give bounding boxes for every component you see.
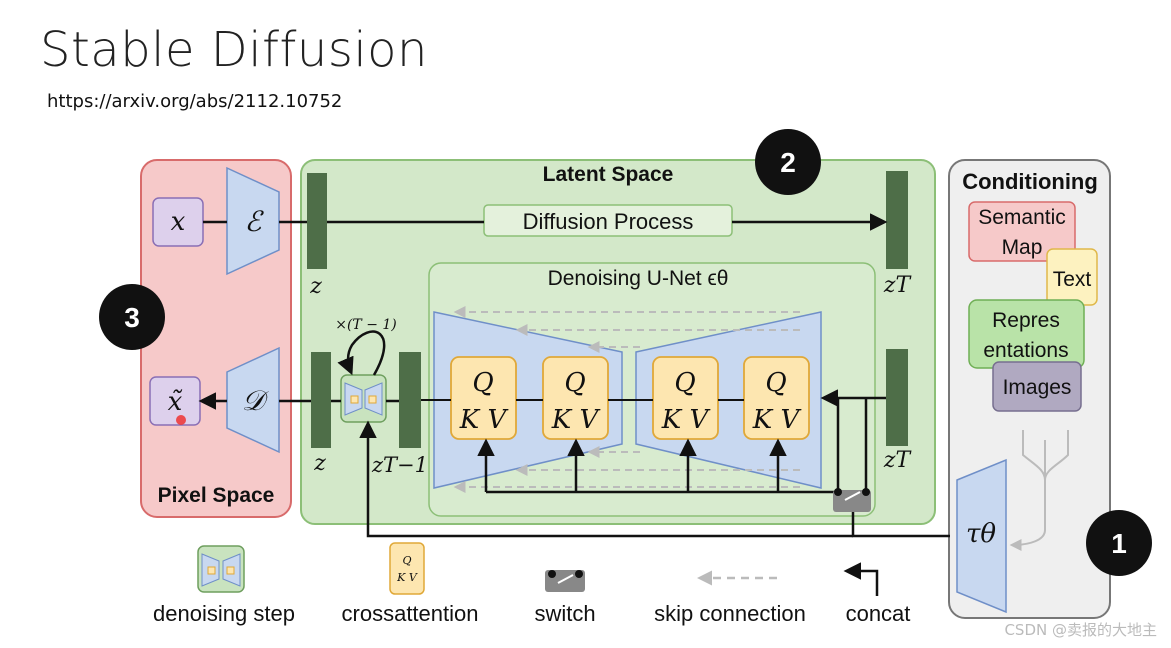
attention-block-3: Q K V (652, 356, 719, 440)
badge-1-number: 1 (1111, 528, 1127, 559)
attention-1-kv: K V (459, 405, 509, 435)
denoising-step-dot-right (368, 395, 377, 404)
badge-3-number: 3 (124, 302, 140, 333)
attention-4-kv: K V (752, 405, 802, 435)
representations-label-2: entations (983, 339, 1068, 362)
attention-3-kv: K V (661, 405, 711, 435)
images-label: Images (1003, 376, 1072, 399)
unet-skip-connections (453, 306, 800, 493)
output-x-tilde-symbol: x̃ (168, 387, 183, 417)
attention-block-4: Q K V (743, 356, 810, 440)
loop-label: ×(T − 1) (335, 317, 397, 333)
legend-switch-lever (557, 574, 574, 584)
images-box (992, 361, 1082, 412)
legend-skip-connection-label: skip connection (654, 601, 806, 626)
latent-bar-z-bottom (311, 352, 331, 448)
input-x-symbol: x (171, 207, 186, 237)
attention-2-kv: K V (551, 405, 601, 435)
paper-url[interactable]: https://arxiv.org/abs/2112.10752 (47, 91, 343, 112)
cursor-dot (176, 415, 186, 425)
legend-denoising-dot-left (207, 566, 216, 575)
switch-symbol (833, 490, 871, 512)
legend-crossattention-kv: K V (396, 571, 418, 584)
attention-4-q: Q (765, 368, 786, 398)
legend: denoising step Q K V crossattention swit… (153, 542, 911, 626)
zt-top-label: zT (883, 273, 913, 298)
page-title: Stable Diffusion (40, 22, 428, 78)
legend-concat-label: concat (846, 601, 911, 626)
tau-symbol: τθ (966, 519, 996, 549)
legend-denoising-label: denoising step (153, 601, 295, 626)
badge-3-circle (99, 284, 165, 350)
switch-lever (844, 491, 861, 501)
legend-switch-dot-right (575, 570, 583, 578)
attention-block-1: Q K V (450, 356, 517, 440)
badge-2-circle (755, 129, 821, 195)
latent-bar-zt-bottom (886, 349, 908, 446)
tau-block (956, 458, 1007, 614)
attention-block-2: Q K V (542, 356, 609, 440)
semantic-map-box (968, 201, 1076, 262)
text-label: Text (1053, 268, 1092, 291)
legend-concat-arrow (843, 562, 879, 596)
conditioning-label: Conditioning (962, 169, 1098, 194)
switch-dot-left (834, 488, 842, 496)
legend-crossattention-label: crossattention (342, 601, 479, 626)
latent-bar-z-top (307, 173, 327, 269)
z-bottom-label: z (313, 451, 326, 476)
legend-switch-dot-left (548, 570, 556, 578)
latent-bar-zt-minus-1 (399, 352, 421, 448)
conditioning-feed-lines (1009, 430, 1069, 551)
watermark: CSDN @卖报的大地主 (1004, 621, 1157, 639)
switch-dot-right (862, 488, 870, 496)
diffusion-process-box (483, 204, 733, 237)
loop-arrow (337, 330, 386, 376)
encoder-block (226, 166, 280, 276)
badge-1-circle (1086, 510, 1152, 576)
flow-arrows (198, 213, 950, 538)
unet-label: Denoising U-Net ϵθ (548, 267, 729, 290)
legend-denoising-dot-right (226, 566, 235, 575)
z-top-label: z (309, 274, 322, 299)
semantic-map-label-1: Semantic (978, 206, 1066, 229)
latent-bar-zt-top (886, 171, 908, 269)
legend-switch-label: switch (534, 601, 595, 626)
decoder-block (226, 346, 280, 454)
badge-2-number: 2 (780, 147, 796, 178)
attention-3-q: Q (674, 368, 695, 398)
encoder-symbol: ℰ (245, 205, 265, 238)
legend-crossattention-icon (389, 542, 425, 595)
denoising-step-dot-left (350, 395, 359, 404)
zt-bottom-label: zT (883, 448, 913, 473)
diffusion-process-label: Diffusion Process (523, 209, 694, 234)
representations-label-1: Repres (992, 309, 1060, 332)
attention-2-q: Q (564, 368, 585, 398)
semantic-map-label-2: Map (1002, 236, 1043, 259)
zt-minus-1-label: zT−1 (371, 453, 428, 477)
pixel-space-label: Pixel Space (158, 484, 275, 507)
legend-crossattention-q: Q (402, 554, 411, 567)
latent-space-label: Latent Space (543, 163, 674, 186)
attention-1-q: Q (472, 368, 493, 398)
